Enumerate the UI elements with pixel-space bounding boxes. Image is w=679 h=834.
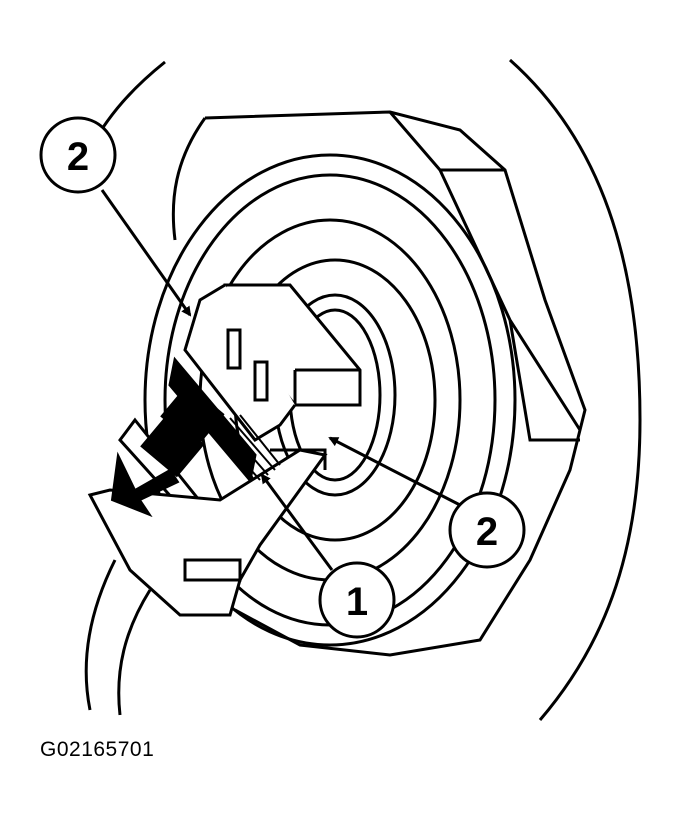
callout-2-right-label: 2 <box>476 510 498 554</box>
callout-2-right: 2 <box>328 436 526 569</box>
callout-2-top-label: 2 <box>67 135 89 179</box>
figure-id-label: G02165701 <box>40 738 155 761</box>
callout-2-top: 2 <box>39 116 192 317</box>
removal-direction-arrow <box>110 451 180 518</box>
electrical-connector <box>87 283 362 617</box>
switch-body <box>171 110 587 657</box>
callout-1-label: 1 <box>346 580 368 624</box>
callout-1: 1 <box>260 473 396 639</box>
